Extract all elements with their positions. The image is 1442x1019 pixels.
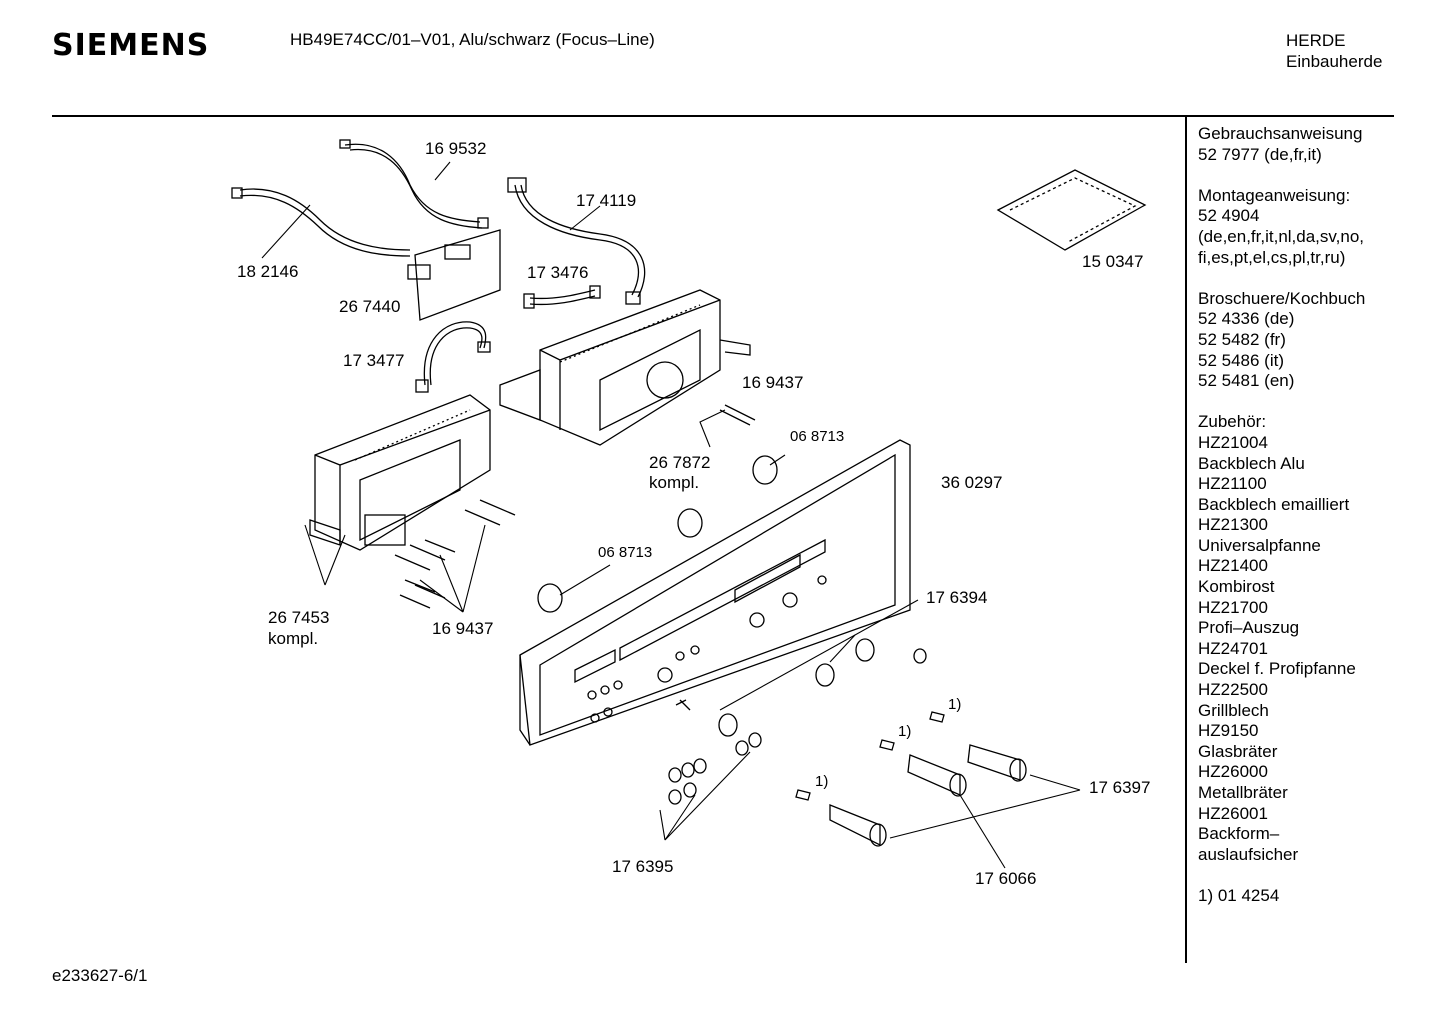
sidebar-divider [1185,116,1187,963]
sidebar-line: HZ26001 [1198,803,1268,823]
knob-17-6397 [829,744,1027,847]
part-label-17-6066: 17 6066 [975,869,1037,888]
sidebar-line: Backform– [1198,824,1280,844]
sidebar-line: 52 5486 (it) [1198,350,1284,370]
cable-17-3476 [523,285,601,309]
control-module-26-7453 [309,394,491,551]
sidebar-line: 52 4904 [1198,206,1260,226]
part-label-26-7440: 26 7440 [339,297,401,316]
part-label-17-3476: 17 3476 [527,263,589,282]
sidebar-line: Backblech Alu [1198,453,1305,473]
part-label-26-7872: 26 7872 [649,453,711,472]
brand-logo: SIEMENS [52,28,210,63]
sidebar-line: Backblech emailliert [1198,494,1350,514]
sidebar-line: Grillblech [1198,700,1269,720]
sidebar-line: 52 5482 (fr) [1198,329,1286,349]
knob-17-6066 [907,754,967,797]
sidebar-line: HZ21700 [1198,597,1268,617]
part-label-26-7872-kompl: kompl. [649,473,700,492]
footnote-marker-1: 1) [815,773,829,790]
part-label-26-7453-kompl: kompl. [268,629,319,648]
cable-18-2146 [231,187,411,257]
part-label-06-8713-bottom: 06 8713 [598,544,653,561]
part-label-16-9532: 16 9532 [425,139,487,158]
sidebar-line: Glasbräter [1198,741,1278,761]
screws-16-9437 [394,404,756,609]
sidebar-section: 1) 01 4254 [1198,886,1365,907]
model-title: HB49E74CC/01–V01, Alu/schwarz (Focus–Lin… [290,30,655,49]
part-label-16-9437-top: 16 9437 [742,373,804,392]
circuit-board-26-7440 [407,229,501,321]
sidebar-line: HZ21300 [1198,515,1268,535]
sidebar-line: Broschuere/Kochbuch [1198,288,1366,308]
sidebar-line: 52 5481 (en) [1198,371,1295,391]
sidebar-line: Gebrauchsanweisung [1198,124,1363,143]
footnote-marker-2: 1) [898,723,912,740]
sidebar-line: HZ21004 [1198,432,1268,452]
sidebar-line: HZ21100 [1198,474,1267,494]
header-rule [52,115,1394,117]
leader-lines [261,161,1081,869]
cable-17-3477 [415,321,491,393]
cable-16-9532 [339,139,489,229]
exploded-parts-drawing [231,139,1147,869]
sidebar-section: Montageanweisung:52 4904(de,en,fr,it,nl,… [1198,186,1365,268]
part-label-17-6394: 17 6394 [926,588,988,607]
front-panel-36-0297 [519,439,911,746]
document-id: e233627-6/1 [52,966,148,985]
sidebar-line: HZ21400 [1198,556,1268,576]
category: HERDE Einbauherde [1286,30,1382,72]
part-label-15-0347: 15 0347 [1082,252,1144,271]
control-module-26-7872 [499,289,751,446]
sidebar-line: 52 4336 (de) [1198,309,1295,329]
part-label-26-7453: 26 7453 [268,608,330,627]
sidebar-line: HZ22500 [1198,680,1268,700]
sidebar-line: Metallbräter [1198,783,1288,802]
sidebar-line: Universalpfanne [1198,535,1321,555]
sidebar-line: Montageanweisung: [1198,185,1351,205]
sidebar-line: HZ9150 [1198,721,1259,741]
sidebar-line: 52 7977 (de,fr,it) [1198,144,1322,164]
sidebar-line: Profi–Auszug [1198,618,1300,638]
clips [795,711,945,801]
sidebar-line: 1) 01 4254 [1198,885,1280,905]
category-line-1: HERDE [1286,31,1346,50]
ring-17-6394 [718,638,927,737]
sidebar-line: HZ26000 [1198,762,1268,782]
sidebar-line: (de,en,fr,it,nl,da,sv,no, [1198,226,1364,246]
part-label-18-2146: 18 2146 [237,262,299,281]
part-label-17-6397: 17 6397 [1089,778,1151,797]
footnote-marker-3: 1) [948,696,962,713]
cable-17-4119 [507,177,646,305]
category-line-2: Einbauherde [1286,52,1383,71]
part-label-17-6395: 17 6395 [612,857,674,876]
sidebar-line: fi,es,pt,el,cs,pl,tr,ru) [1198,247,1346,267]
part-label-17-4119: 17 4119 [576,191,637,210]
sidebar-line: Kombirost [1198,577,1275,597]
part-label-36-0297: 36 0297 [941,473,1003,492]
screw-bag-15-0347 [996,169,1147,251]
part-label-06-8713-top: 06 8713 [790,428,845,445]
sidebar-line: auslaufsicher [1198,844,1299,864]
buttons-17-6395 [668,699,762,805]
sidebar-line: Zubehör: [1198,412,1267,432]
sidebar-line: HZ24701 [1198,638,1268,658]
knob-holder-06-8713 [537,455,778,613]
sidebar-line: Deckel f. Profipfanne [1198,659,1356,679]
part-label-16-9437-bottom: 16 9437 [432,619,494,638]
part-label-17-3477: 17 3477 [343,351,405,370]
